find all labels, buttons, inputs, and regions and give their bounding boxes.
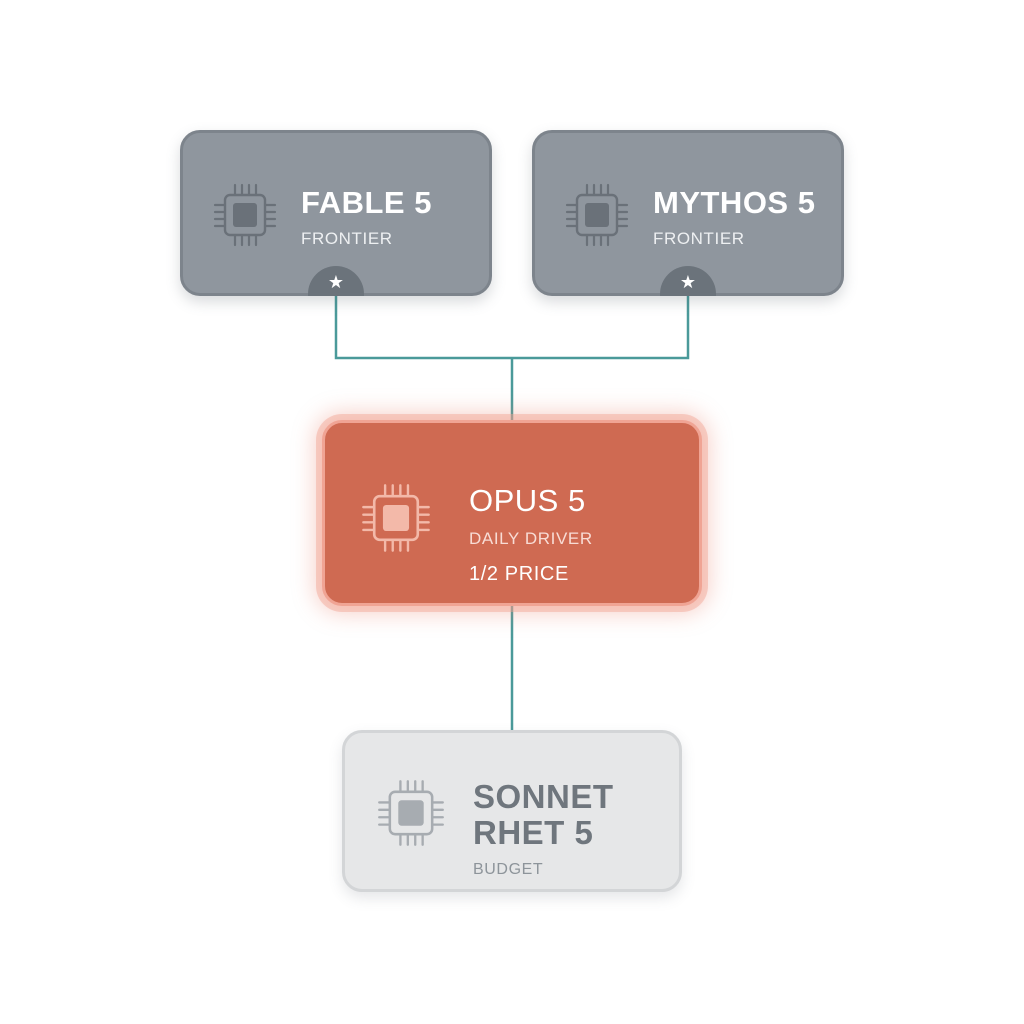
cpu-chip-icon — [378, 780, 444, 846]
node-fable-5[interactable]: FABLE 5 FRONTIER ★ — [180, 130, 492, 296]
node-subtitle: BUDGET — [473, 861, 544, 878]
star-icon: ★ — [308, 266, 364, 296]
cpu-chip-icon — [565, 183, 629, 247]
connector-mythos — [512, 296, 690, 360]
cpu-chip-icon — [362, 484, 430, 552]
star-icon: ★ — [660, 266, 716, 296]
node-title: FABLE 5 — [301, 185, 432, 220]
node-title: OPUS 5 — [469, 483, 586, 518]
cpu-chip-icon — [213, 183, 277, 247]
node-subtitle: FRONTIER — [653, 229, 745, 248]
node-subtitle: DAILY DRIVER — [469, 529, 593, 548]
node-title: SONNET RHET 5 — [473, 778, 614, 851]
node-mythos-5[interactable]: MYTHOS 5 FRONTIER ★ — [532, 130, 844, 296]
node-subtitle: FRONTIER — [301, 229, 393, 248]
connector-fable — [334, 296, 512, 360]
price-note: 1/2 PRICE — [469, 563, 569, 585]
node-sonnet-5[interactable]: SONNET RHET 5 BUDGET — [342, 730, 682, 892]
node-opus-5[interactable]: OPUS 5 DAILY DRIVER 1/2 PRICE — [322, 420, 702, 606]
node-title: MYTHOS 5 — [653, 185, 816, 220]
